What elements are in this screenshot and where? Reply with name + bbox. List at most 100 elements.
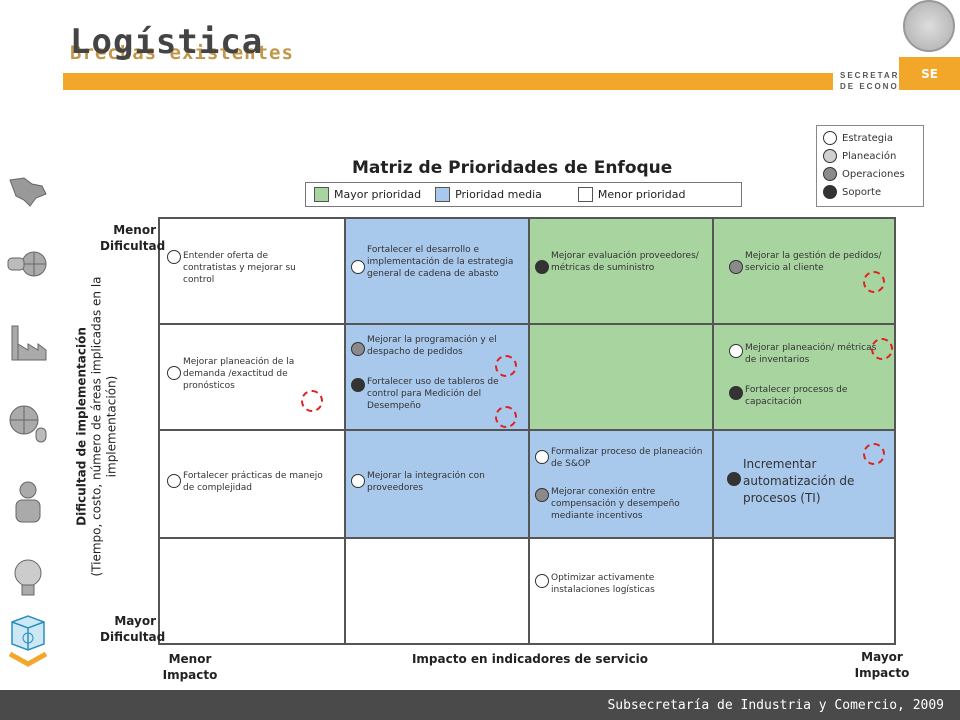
cell-r1c2 xyxy=(529,324,713,430)
matrix-title: Matriz de Prioridades de Enfoque xyxy=(352,158,673,178)
legend-item-operaciones: Operaciones xyxy=(823,167,905,181)
priority-label: Mayor prioridad xyxy=(334,188,422,201)
estrategia-marker xyxy=(729,344,743,358)
role-legend: Estrategia Planeación Operaciones Soport… xyxy=(816,125,924,207)
chevron-down-icon xyxy=(8,652,48,667)
gap-marker xyxy=(863,443,885,465)
globe-mouse-icon xyxy=(9,405,47,443)
initiative-item: Mejorar la programación y el despacho de… xyxy=(351,334,527,358)
initiative-item: Optimizar activamente instalaciones logí… xyxy=(535,572,703,596)
mexico-seal-icon xyxy=(903,0,955,52)
priority-medium-swatch xyxy=(435,187,451,202)
legend-label: Planeación xyxy=(842,150,897,162)
priority-label: Prioridad media xyxy=(455,188,542,201)
cell-r2c2 xyxy=(529,430,713,538)
operaciones-marker xyxy=(535,488,549,502)
initiative-text: Mejorar la gestión de pedidos/ servicio … xyxy=(745,251,882,273)
map-icon xyxy=(9,177,47,207)
y-axis-top-label: Menor Dificultad xyxy=(100,223,166,253)
legend-estrategia-dot xyxy=(823,131,837,145)
gap-marker xyxy=(863,271,885,293)
estrategia-marker xyxy=(167,250,181,264)
initiative-text: Mejorar planeación/ métricas de inventar… xyxy=(745,343,877,365)
secretaria-line-1: SECRETARÍA xyxy=(840,71,912,80)
initiative-text: Fortalecer procesos de capacitación xyxy=(745,385,848,407)
initiative-item: Fortalecer prácticas de manejo de comple… xyxy=(167,470,323,494)
initiative-item: Mejorar la gestión de pedidos/ servicio … xyxy=(729,250,885,274)
legend-item-soporte: Soporte xyxy=(823,185,881,199)
soporte-marker xyxy=(535,260,549,274)
factory-icon xyxy=(11,325,47,361)
cell-r3c3 xyxy=(713,538,895,644)
cell-r3c0 xyxy=(159,538,345,644)
legend-item-planeacion: Planeación xyxy=(823,149,896,163)
operaciones-marker xyxy=(351,342,365,356)
x-axis-left-label: Menor Impacto xyxy=(162,652,218,682)
cell-r0c3 xyxy=(713,218,895,324)
legend-label: Operaciones xyxy=(842,168,905,180)
y-axis-title: Dificultad de implementación (Tiempo, co… xyxy=(75,257,120,597)
initiative-text: Entender oferta de contratistas y mejora… xyxy=(183,251,296,285)
page-subtitle: Brechas existentes xyxy=(70,42,294,64)
secretaria-line-2: DE ECONOMÍA xyxy=(840,82,920,91)
priority-legend: Mayor prioridad Prioridad media Menor pr… xyxy=(305,182,742,207)
soporte-marker xyxy=(351,378,365,392)
priority-low-swatch xyxy=(577,187,593,202)
x-axis-title: Impacto en indicadores de servicio xyxy=(411,652,649,666)
initiative-text: Optimizar activamente instalaciones logí… xyxy=(551,573,655,595)
estrategia-marker xyxy=(167,366,181,380)
legend-planeacion-dot xyxy=(823,149,837,163)
cell-r0c1 xyxy=(345,218,529,324)
initiative-item: Fortalecer uso de tableros de control pa… xyxy=(351,376,527,412)
initiative-text: Mejorar la integración con proveedores xyxy=(367,471,485,493)
gap-marker xyxy=(495,406,517,428)
cell-r3c1 xyxy=(345,538,529,644)
footer: Subsecretaría de Industria y Comercio, 2… xyxy=(0,690,960,720)
initiative-item: Fortalecer el desarrollo e implementació… xyxy=(351,244,525,280)
header-bar xyxy=(63,73,833,90)
estrategia-marker xyxy=(351,260,365,274)
x-axis-right-label: Mayor Impacto xyxy=(854,650,910,680)
footer-text: Subsecretaría de Industria y Comercio, 2… xyxy=(607,697,944,713)
cell-r2c0 xyxy=(159,430,345,538)
initiative-item: Mejorar planeación/ métricas de inventar… xyxy=(729,342,885,366)
cell-r0c2 xyxy=(529,218,713,324)
initiative-text: Fortalecer el desarrollo e implementació… xyxy=(367,245,514,279)
initiative-text: Incrementar automatización de procesos (… xyxy=(743,457,855,505)
legend-item-estrategia: Estrategia xyxy=(823,131,893,145)
initiative-text: Mejorar conexión entre compensación y de… xyxy=(551,487,680,521)
initiative-text: Mejorar evaluación proveedores/ métricas… xyxy=(551,251,699,273)
legend-label: Soporte xyxy=(842,186,882,198)
se-badge: SE xyxy=(899,57,960,90)
estrategia-marker xyxy=(535,574,549,588)
y-axis-title-text: Dificultad de implementación xyxy=(74,327,89,526)
page-title: Logística xyxy=(70,22,264,62)
recycle-box-icon xyxy=(11,615,45,651)
priority-label: Menor prioridad xyxy=(597,188,686,201)
initiative-text: Formalizar proceso de planeación de S&OP xyxy=(551,447,703,469)
gap-marker xyxy=(495,355,517,377)
operaciones-marker xyxy=(729,260,743,274)
soporte-marker xyxy=(727,472,741,486)
y-axis-bottom-label: Mayor Dificultad xyxy=(100,614,166,644)
estrategia-marker xyxy=(351,474,365,488)
y-axis-subtitle: (Tiempo, costo, número de áreas implicad… xyxy=(89,276,119,577)
estrategia-marker xyxy=(535,450,549,464)
initiative-text: Mejorar planeación de la demanda /exacti… xyxy=(183,357,295,391)
legend-soporte-dot xyxy=(823,185,837,199)
initiative-text: Mejorar la programación y el despacho de… xyxy=(367,335,497,357)
left-icon-strip xyxy=(0,160,60,680)
priority-medium: Prioridad media xyxy=(435,187,542,202)
legend-operaciones-dot xyxy=(823,167,837,181)
secretaria-logo: SECRETARÍA DE ECONOMÍA xyxy=(840,70,919,92)
initiative-item: Entender oferta de contratistas y mejora… xyxy=(167,250,323,286)
initiative-item: Mejorar planeación de la demanda /exacti… xyxy=(167,356,323,392)
estrategia-marker xyxy=(167,474,181,488)
gap-marker xyxy=(871,338,893,360)
cell-r2c1 xyxy=(345,430,529,538)
gap-marker xyxy=(301,390,323,412)
initiative-text: Fortalecer prácticas de manejo de comple… xyxy=(183,471,323,493)
soporte-marker xyxy=(729,386,743,400)
initiative-item: Mejorar evaluación proveedores/ métricas… xyxy=(535,250,701,274)
initiative-item: Mejorar la integración con proveedores xyxy=(351,470,517,494)
